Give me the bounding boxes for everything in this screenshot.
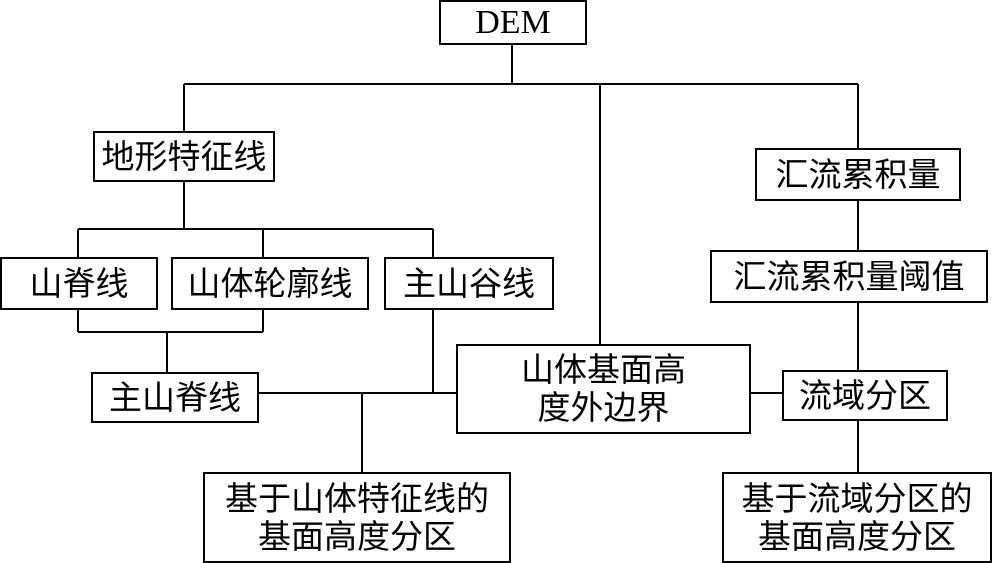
main-ridge-line-node: 主山脊线 xyxy=(91,372,259,423)
main-valley-line-node: 主山谷线 xyxy=(384,257,554,310)
terrain-feature-lines-node: 地形特征线 xyxy=(93,131,275,182)
watershed-based-partition-line2: 基面高度分区 xyxy=(758,516,956,556)
flow-accumulation-node: 汇流累积量 xyxy=(755,148,961,201)
dem-node: DEM xyxy=(439,0,587,45)
flow-accumulation-threshold-label: 汇流累积量阈值 xyxy=(733,256,965,296)
mountain-contour-line-node: 山体轮廓线 xyxy=(171,257,369,310)
base-height-outer-boundary-node: 山体基面高 度外边界 xyxy=(456,344,751,434)
watershed-partition-node: 流域分区 xyxy=(782,370,948,421)
ridge-line-label: 山脊线 xyxy=(29,263,129,303)
flow-accumulation-threshold-node: 汇流累积量阈值 xyxy=(710,250,988,303)
terrain-feature-lines-label: 地形特征线 xyxy=(101,136,267,176)
base-height-outer-boundary-line2: 度外边界 xyxy=(537,388,670,427)
watershed-based-partition-line1: 基于流域分区的 xyxy=(741,478,973,518)
feature-based-partition-line2: 基面高度分区 xyxy=(258,516,456,556)
main-ridge-line-label: 主山脊线 xyxy=(109,377,241,417)
base-height-outer-boundary-line1: 山体基面高 xyxy=(521,350,686,389)
watershed-based-partition-node: 基于流域分区的 基面高度分区 xyxy=(722,472,992,563)
ridge-line-node: 山脊线 xyxy=(0,257,158,310)
flow-accumulation-label: 汇流累积量 xyxy=(775,154,941,194)
watershed-partition-label: 流域分区 xyxy=(799,375,931,415)
mountain-contour-line-label: 山体轮廓线 xyxy=(187,263,353,303)
feature-based-partition-line1: 基于山体特征线的 xyxy=(225,478,489,518)
main-valley-line-label: 主山谷线 xyxy=(403,263,535,303)
dem-label: DEM xyxy=(475,3,551,41)
feature-based-partition-node: 基于山体特征线的 基面高度分区 xyxy=(203,472,511,563)
